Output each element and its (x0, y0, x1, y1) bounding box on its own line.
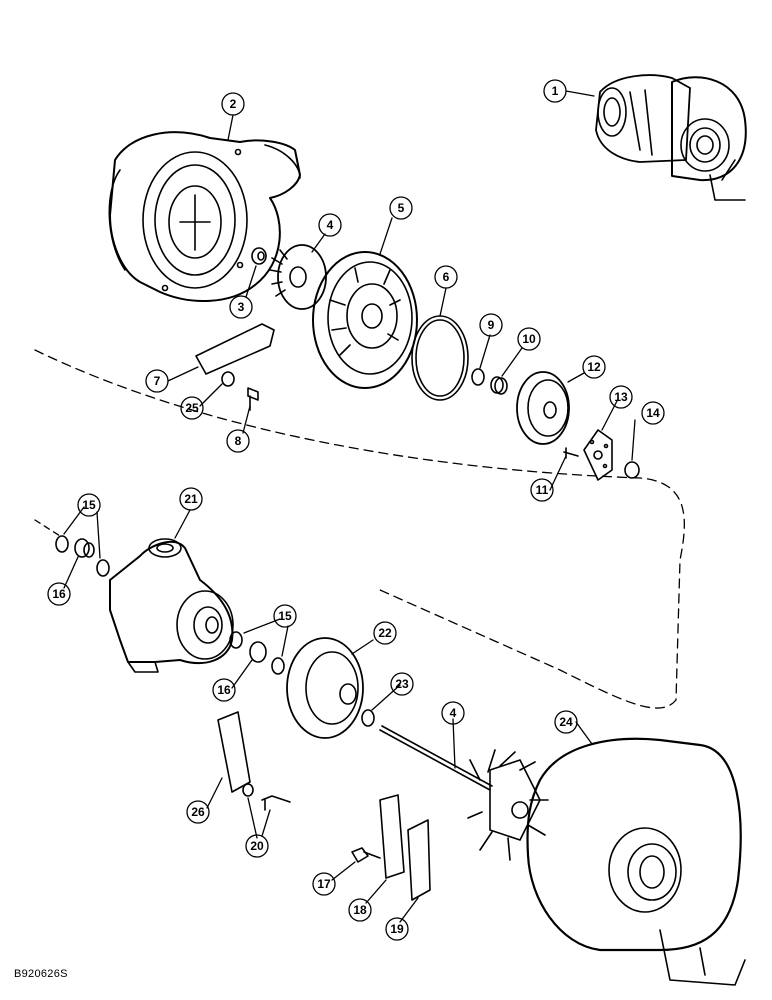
callout-21: 21 (179, 487, 203, 511)
washer-20 (242, 783, 254, 797)
lock-plate-19 (407, 819, 431, 901)
svg-text:11: 11 (536, 483, 549, 497)
retaining-ring (229, 631, 243, 649)
svg-text:10: 10 (522, 332, 536, 346)
svg-text:16: 16 (217, 683, 231, 697)
svg-text:19: 19 (390, 922, 404, 936)
callout-12: 12 (582, 355, 606, 379)
callout-9: 9 (479, 313, 503, 337)
svg-text:20: 20 (250, 839, 264, 853)
callout-11: 11 (530, 478, 554, 502)
washer-25 (221, 371, 235, 387)
svg-text:15: 15 (278, 609, 292, 623)
seal-sleeve (490, 376, 508, 395)
svg-text:18: 18 (353, 903, 367, 917)
o-ring (411, 315, 469, 401)
svg-text:12: 12 (587, 360, 601, 374)
callout-18: 18 (348, 898, 372, 922)
turbocharger-assembly (595, 74, 747, 201)
turbine-housing (526, 737, 746, 986)
callout-2: 2 (221, 92, 245, 116)
heat-shield (286, 637, 364, 739)
lock-plate-18 (379, 794, 405, 879)
snap-ring (471, 368, 485, 386)
svg-text:16: 16 (52, 587, 66, 601)
thrust-plate (516, 371, 570, 445)
retaining-ring (271, 657, 285, 675)
callout-15-right: 15 (273, 604, 297, 628)
svg-text:24: 24 (559, 715, 573, 729)
svg-text:13: 13 (614, 390, 628, 404)
callout-23: 23 (390, 672, 414, 696)
turbine-shaft-wheel (379, 725, 549, 861)
compressor-housing (108, 131, 301, 303)
leader-lines (63, 90, 636, 923)
svg-text:7: 7 (154, 374, 161, 388)
callout-13: 13 (609, 385, 633, 409)
lock-plate-26 (217, 711, 251, 793)
callout-14: 14 (641, 401, 665, 425)
callout-5: 5 (389, 196, 413, 220)
callouts: 1 2 3 4 5 6 7 8 9 10 11 12 13 14 15 15 1… (47, 79, 665, 941)
callout-3: 3 (229, 295, 253, 319)
bearing-housing (109, 538, 234, 673)
callout-17: 17 (312, 872, 336, 896)
journal-bearing (249, 641, 267, 663)
svg-text:26: 26 (191, 805, 205, 819)
callout-26: 26 (186, 800, 210, 824)
svg-text:4: 4 (450, 706, 457, 720)
retaining-ring (96, 559, 110, 577)
svg-text:17: 17 (317, 877, 331, 891)
callout-15-left: 15 (77, 493, 101, 517)
journal-bearing-end (83, 542, 95, 558)
callout-6: 6 (434, 265, 458, 289)
callout-4-bottom: 4 (441, 701, 465, 725)
backplate (312, 251, 418, 389)
svg-text:4: 4 (327, 218, 334, 232)
callout-10: 10 (517, 327, 541, 351)
svg-text:1: 1 (552, 84, 559, 98)
nut (251, 247, 267, 265)
svg-text:22: 22 (378, 626, 392, 640)
bolt-20 (261, 795, 291, 811)
svg-text:15: 15 (82, 498, 96, 512)
piston-ring (361, 709, 375, 727)
svg-text:3: 3 (238, 300, 245, 314)
callout-16-left: 16 (47, 582, 71, 606)
callout-1: 1 (543, 79, 567, 103)
svg-text:5: 5 (398, 201, 405, 215)
assembly-dashed-line-left (34, 519, 61, 537)
thrust-bearing (583, 429, 613, 481)
svg-text:23: 23 (395, 677, 409, 691)
svg-text:6: 6 (443, 270, 450, 284)
callout-22: 22 (373, 621, 397, 645)
compressor-wheel-top (269, 244, 327, 310)
assembly-dashed-line (34, 349, 685, 709)
bolt-17 (351, 847, 381, 863)
svg-text:21: 21 (184, 492, 198, 506)
callout-16-right: 16 (212, 678, 236, 702)
callout-20: 20 (245, 834, 269, 858)
lock-plate-7 (195, 323, 275, 375)
callout-24: 24 (554, 710, 578, 734)
callout-4-top: 4 (318, 213, 342, 237)
callout-8: 8 (226, 429, 250, 453)
retaining-ring (55, 535, 69, 553)
washer-14 (624, 461, 640, 479)
svg-text:25: 25 (185, 401, 199, 415)
svg-text:2: 2 (230, 97, 237, 111)
svg-text:14: 14 (646, 406, 660, 420)
svg-text:8: 8 (235, 434, 242, 448)
svg-text:9: 9 (488, 318, 495, 332)
callout-25: 25 (180, 396, 204, 420)
journal-bearing (74, 538, 90, 558)
callout-7: 7 (145, 369, 169, 393)
o-ring-inner (415, 319, 465, 397)
callout-19: 19 (385, 917, 409, 941)
figure-id: B920626S (14, 968, 68, 980)
